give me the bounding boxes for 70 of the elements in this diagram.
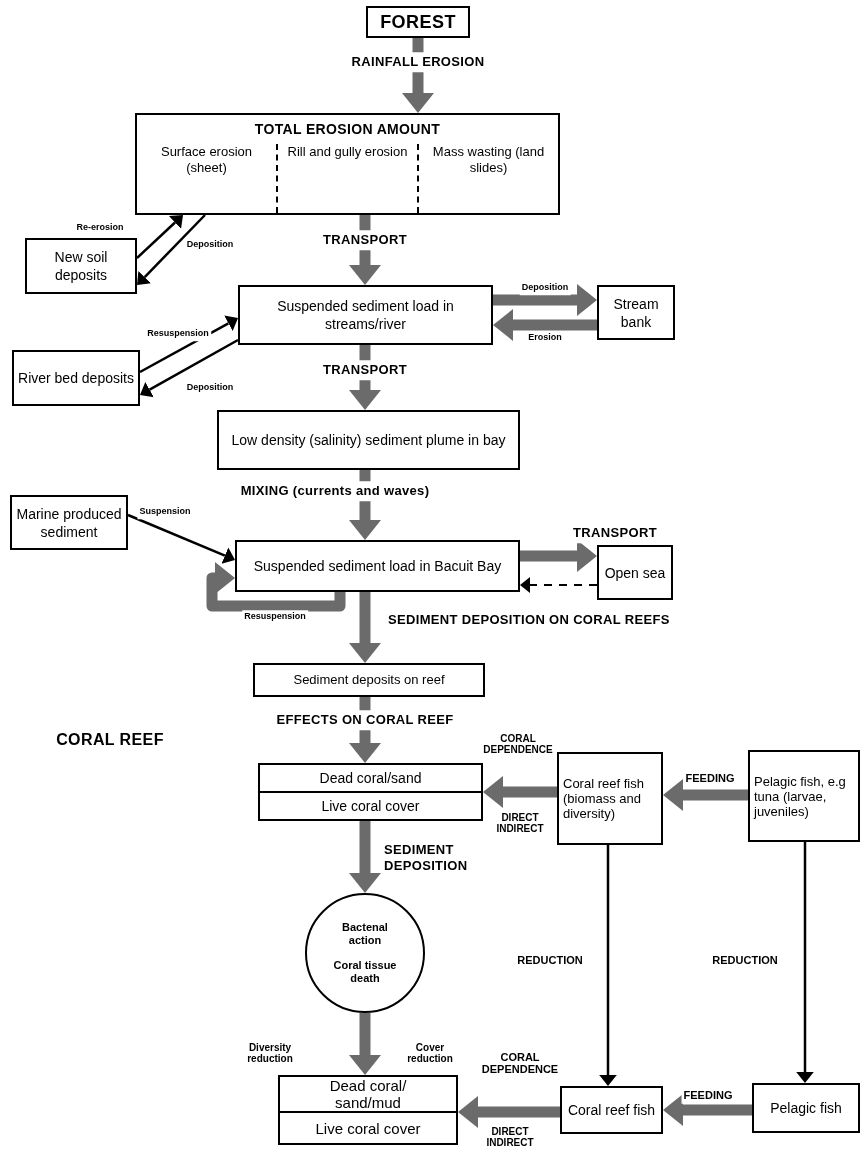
box-text: River bed deposits: [18, 369, 134, 387]
dashed-arrow: [520, 577, 598, 593]
block-arrow: [402, 38, 434, 113]
block-arrow: [458, 1096, 560, 1128]
process-box: [253, 663, 485, 697]
process-box: [235, 540, 520, 592]
box-text: Surface erosion (sheet): [159, 144, 254, 177]
block-arrow: [349, 592, 381, 663]
edge-label: Deposition: [184, 381, 236, 395]
process-box: [752, 1083, 860, 1133]
process-box: [597, 545, 673, 600]
process-box: [560, 1086, 663, 1134]
edge-label: Suspension: [137, 505, 193, 519]
circle-text: Coral tissue death: [332, 959, 398, 985]
box-text: Sediment deposits on reef: [293, 673, 445, 687]
box-text: New soil deposits: [53, 248, 109, 284]
block-arrow: [349, 1013, 381, 1075]
box-text: FOREST: [380, 10, 456, 34]
block-arrow: [663, 779, 748, 811]
box-text: Pelagic fish: [770, 1099, 842, 1117]
process-box: [135, 113, 560, 215]
box-text: Stream bank: [612, 294, 660, 331]
process-box: [597, 285, 675, 340]
box-heading: TOTAL EROSION AMOUNT: [253, 120, 442, 139]
box-text: Coral reef fish (biomass and diversity): [563, 776, 645, 821]
process-box: [238, 285, 493, 345]
edge-label: Deposition: [519, 281, 571, 295]
process-box: [217, 410, 520, 470]
arrow: [796, 842, 814, 1083]
text-label: Cover reduction: [406, 1042, 454, 1064]
arrow: [599, 845, 617, 1086]
box-text: Dead coral/ sand/mud: [328, 1077, 408, 1111]
arrow: [140, 338, 239, 398]
box-text: Live coral cover: [321, 797, 420, 815]
text-label: Diversity reduction: [246, 1042, 294, 1064]
stacked-box: [278, 1075, 458, 1145]
box-text: Rill and gully erosion: [286, 144, 409, 161]
box-text: Suspended sediment load in Bacuit Bay: [253, 557, 502, 575]
edge-label: Deposition: [184, 238, 236, 252]
box-text: Suspended sediment load in streams/river: [276, 297, 455, 333]
text-label: CORAL REEF: [56, 730, 164, 750]
process-box: [25, 238, 137, 294]
process-box: [12, 350, 140, 406]
box-text: Coral reef fish: [567, 1101, 656, 1119]
text-label: CORAL DEPENDENCE: [482, 733, 554, 755]
edge-label: Resuspension: [145, 327, 211, 341]
process-box: [557, 752, 663, 845]
arrow: [136, 215, 184, 259]
box-text: Marine produced sediment: [16, 504, 122, 541]
box-text: Low density (salinity) sediment plume in bay: [231, 431, 506, 449]
block-arrow: [349, 821, 381, 893]
edge-label: Resuspension: [242, 610, 308, 624]
arrow: [137, 214, 206, 285]
box-text: Live coral cover: [314, 1119, 422, 1137]
box-text: Open sea: [604, 563, 666, 582]
block-arrow: [663, 1094, 752, 1126]
circle-text: Bactenal action: [341, 921, 389, 947]
arrow: [127, 513, 236, 564]
box-text: Mass wasting (land slides): [431, 144, 546, 177]
box-text: Pelagic fish, e.g tuna (larvae, juveniles): [754, 773, 847, 819]
process-box: [366, 6, 470, 38]
text-label: CORAL DEPENDENCE: [480, 1051, 560, 1075]
stacked-box: [258, 763, 483, 821]
block-arrow: [493, 284, 597, 316]
block-arrow: [206, 562, 346, 612]
block-arrow: [493, 309, 597, 341]
process-box: [748, 750, 860, 842]
block-arrow: [483, 776, 557, 808]
box-text: Dead coral/sand: [319, 769, 422, 787]
process-box: [10, 495, 128, 550]
